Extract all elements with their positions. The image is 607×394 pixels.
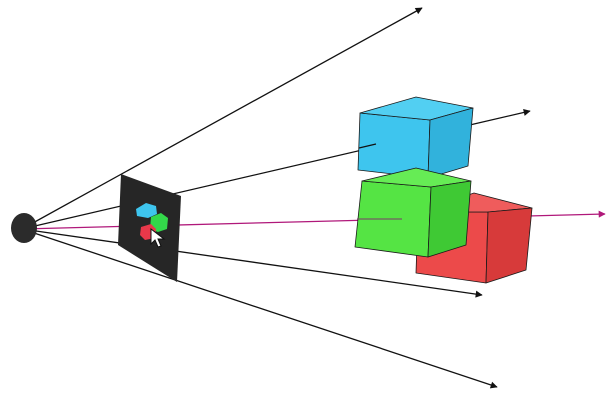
image-plane <box>118 174 181 282</box>
eye-point <box>11 213 37 243</box>
frustum-ray-lower <box>21 228 483 298</box>
red-cube-side <box>485 207 533 284</box>
blue-cube-side <box>427 107 474 179</box>
green-cube <box>354 167 472 258</box>
green-cube-side <box>427 180 472 258</box>
mouse-cursor-icon <box>150 227 166 248</box>
blue-cube <box>357 96 474 179</box>
projected-green-cube <box>150 213 168 232</box>
projected-blue-cube <box>136 203 157 218</box>
frustum-ray-upper-overlay <box>358 143 377 149</box>
frustum-ray-bottom <box>21 228 498 389</box>
frustum-ray-top <box>21 7 423 230</box>
